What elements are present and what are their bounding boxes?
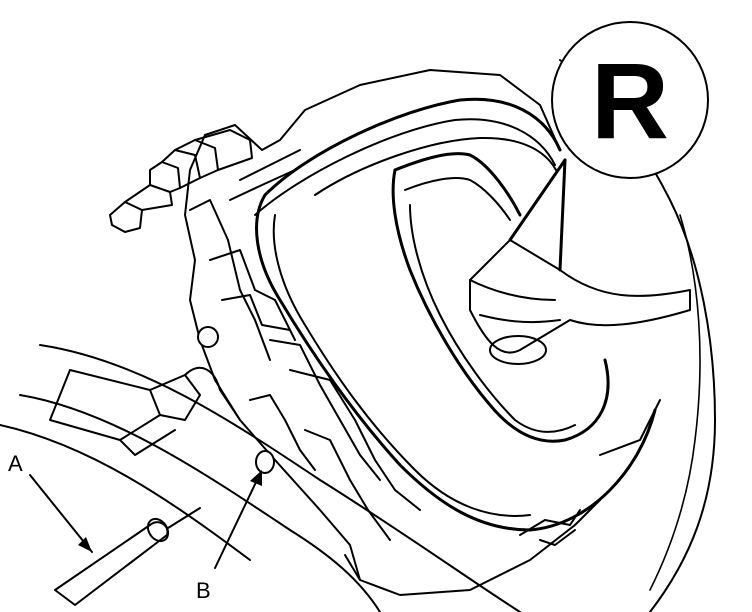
leader-arrowhead-a bbox=[78, 537, 92, 552]
release-tool bbox=[54, 507, 201, 606]
shifter-housing bbox=[184, 69, 661, 596]
gate-plate bbox=[254, 97, 657, 532]
bolt bbox=[109, 129, 253, 233]
callout-label-a: A bbox=[8, 451, 23, 476]
gate-slot bbox=[391, 152, 610, 443]
release-hole bbox=[255, 450, 275, 474]
leader-lines bbox=[29, 470, 262, 569]
leader-arrowhead-b bbox=[250, 470, 262, 486]
callout-label-b: B bbox=[196, 578, 211, 603]
shift-lever bbox=[469, 158, 691, 365]
position-indicator-letter: R bbox=[591, 40, 669, 161]
mount-bracket bbox=[49, 366, 241, 456]
position-indicator-callout: R bbox=[551, 21, 709, 179]
